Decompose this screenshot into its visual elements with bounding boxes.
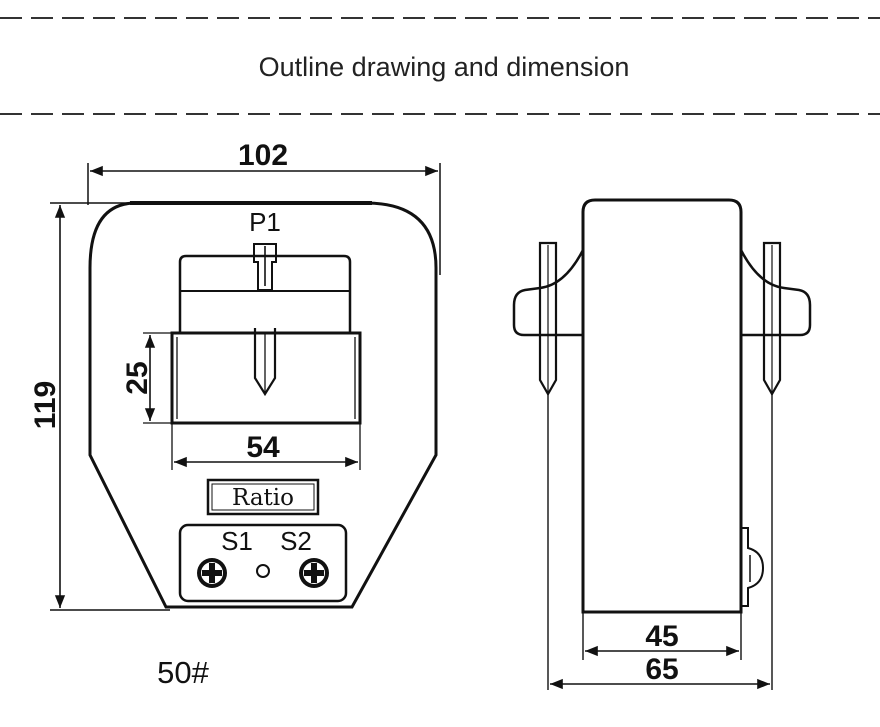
front-view: P1 Ratio S1 S2 102: [29, 139, 441, 611]
dim-text-54: 54: [246, 431, 280, 464]
nameplate-inner: [211, 483, 315, 511]
side-view: 45 65: [512, 198, 812, 690]
nameplate: [206, 478, 320, 516]
secondary-terminal-block: [178, 523, 348, 603]
side-body-outline: [581, 198, 743, 614]
right-pin: [762, 241, 782, 397]
left-pin: [538, 241, 558, 397]
s1-screw-icon: [197, 558, 227, 588]
right-flange: [739, 249, 812, 337]
s2-screw-icon: [299, 558, 329, 588]
left-flange: [512, 249, 585, 337]
terminal-center-hole: [256, 564, 270, 578]
dim-text-45: 45: [645, 620, 678, 653]
dim-text-25: 25: [121, 361, 154, 394]
primary-window: [170, 331, 362, 425]
page-title: Outline drawing and dimension: [259, 52, 630, 82]
terminal-s2-label: S2: [280, 526, 312, 556]
p1-slot: [253, 243, 277, 291]
front-body-outline: [88, 201, 438, 609]
nameplate-ratio-label: Ratio: [232, 485, 294, 511]
dim-text-119: 119: [29, 381, 62, 429]
side-terminal-screw: [741, 527, 765, 607]
dim-text-65: 65: [645, 653, 678, 686]
model-label: 50#: [157, 655, 209, 690]
terminal-p1-label: P1: [249, 207, 281, 237]
primary-bolt: [253, 328, 277, 397]
terminal-s1-label: S1: [221, 526, 253, 556]
dim-text-102: 102: [238, 139, 288, 172]
